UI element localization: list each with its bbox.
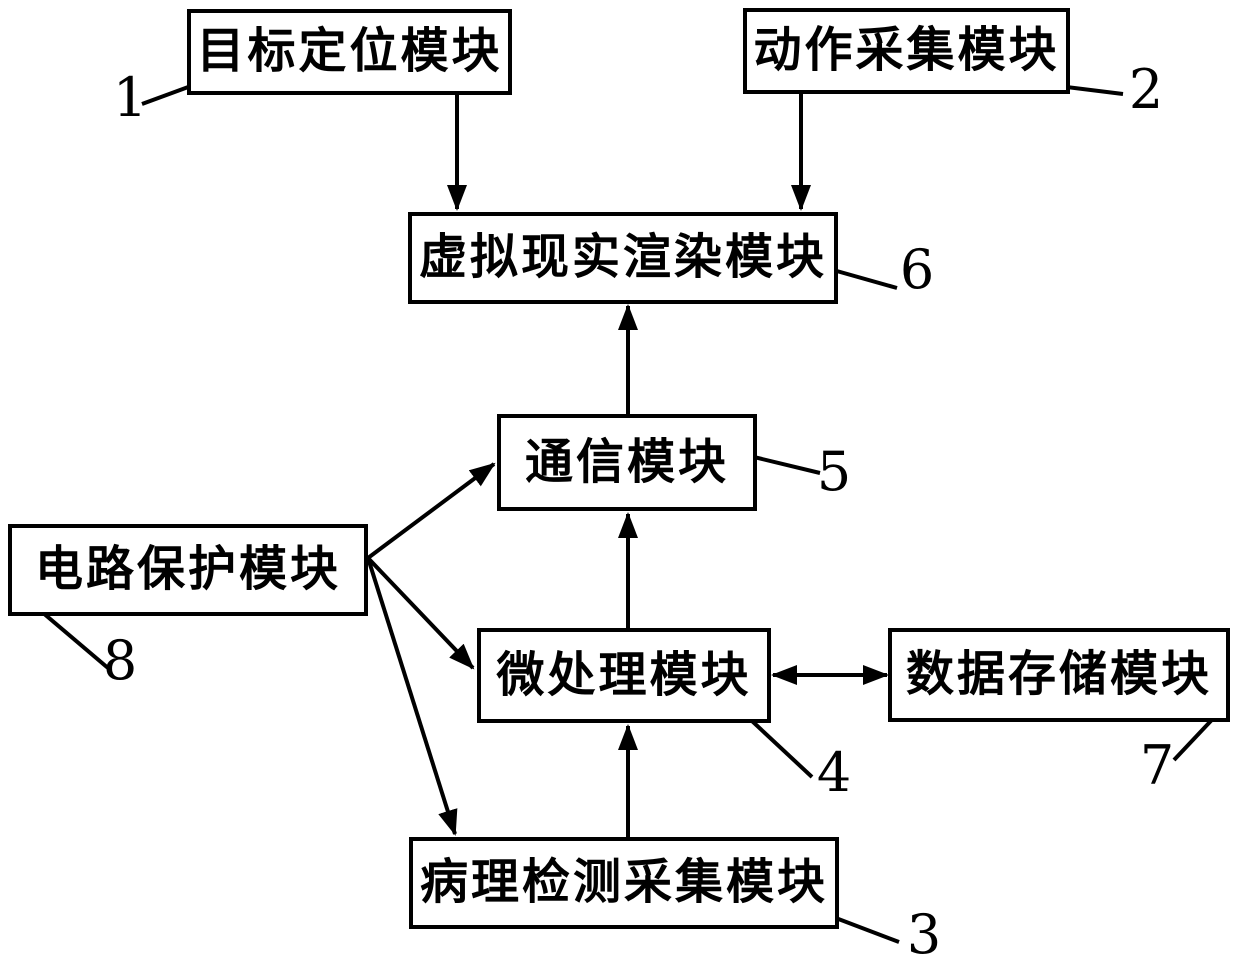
ref-label-5: 5 <box>816 440 852 503</box>
node-vr-rendering-label: 虚拟现实渲染模块 <box>418 231 827 284</box>
node-communication-module: 通信模块 <box>497 414 757 511</box>
node-action-capture-module: 动作采集模块 <box>743 8 1070 94</box>
node-target-positioning-label: 目标定位模块 <box>196 25 503 78</box>
node-action-capture-label: 动作采集模块 <box>753 24 1060 77</box>
node-pathology-detection-module: 病理检测采集模块 <box>409 837 839 929</box>
node-target-positioning-module: 目标定位模块 <box>187 9 512 95</box>
ref-label-8: 8 <box>102 629 138 692</box>
node-microprocessing-module: 微处理模块 <box>477 628 771 723</box>
node-microprocessing-label: 微处理模块 <box>496 648 752 702</box>
node-pathology-detection-label: 病理检测采集模块 <box>419 856 828 909</box>
ref-label-6: 6 <box>899 238 935 301</box>
node-communication-label: 通信模块 <box>524 435 729 489</box>
arrow-circuit-protection-to-microprocessing <box>366 556 475 670</box>
ref-label-4: 4 <box>816 741 852 804</box>
node-data-storage-label: 数据存储模块 <box>905 648 1212 701</box>
arrow-circuit-protection-to-pathology-detection <box>366 557 458 836</box>
ref-label-7: 7 <box>1139 734 1175 797</box>
ref-label-1: 1 <box>112 66 148 129</box>
node-circuit-protection-module: 电路保护模块 <box>8 524 368 616</box>
ref-label-2: 2 <box>1128 58 1164 121</box>
ref-label-3: 3 <box>906 903 942 958</box>
node-data-storage-module: 数据存储模块 <box>888 628 1230 722</box>
node-vr-rendering-module: 虚拟现实渲染模块 <box>408 212 838 304</box>
arrow-circuit-protection-to-communication <box>366 462 496 560</box>
node-circuit-protection-label: 电路保护模块 <box>34 543 341 596</box>
